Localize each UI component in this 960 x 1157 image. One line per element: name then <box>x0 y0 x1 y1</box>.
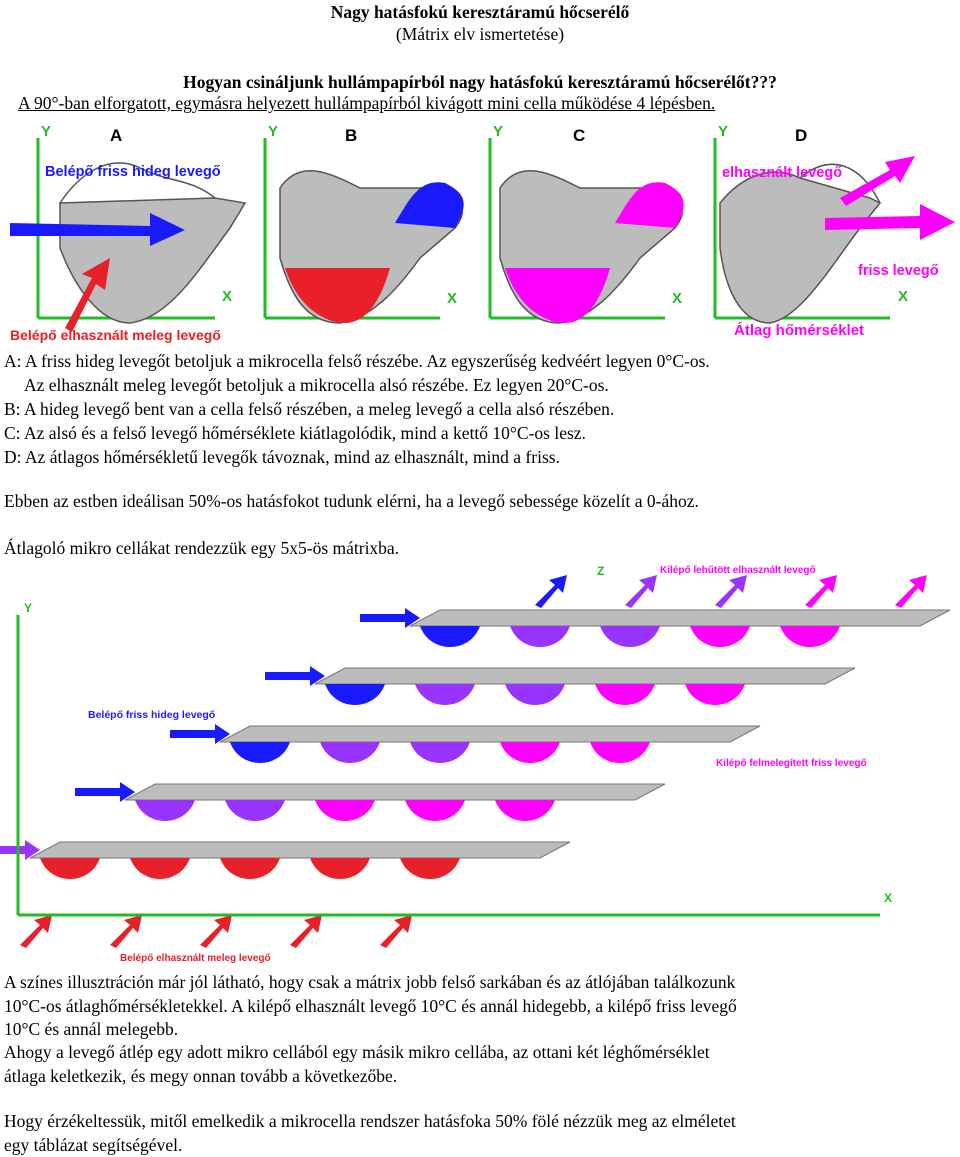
matrix-hump <box>595 684 655 705</box>
table-intro-line2: egy táblázat segítségével. <box>4 1135 183 1155</box>
matrix-layers <box>0 575 951 948</box>
matrix-warm-arrow <box>380 915 412 948</box>
label-out-fresh: friss levegő <box>858 263 939 279</box>
step-explain-line2: átlaga keletkezik, és megy onnan tovább … <box>4 1066 398 1086</box>
matrix-inflow-arrow <box>360 608 420 628</box>
illustration-line1: A színes illusztráción már jól látható, … <box>4 972 736 992</box>
matrix-inflow-arrow <box>265 666 325 686</box>
matrix-hump <box>400 858 460 879</box>
matrix-inflow-arrow <box>75 782 135 802</box>
label-out-cooled: Kilépő lehűtött elhasznált levegő <box>660 565 816 576</box>
matrix-hump <box>310 858 370 879</box>
axis-y-label-d: Y <box>718 123 728 140</box>
matrix-hump <box>590 742 650 763</box>
step-explain-line1: Ahogy a levegő átlép egy adott mikro cel… <box>4 1042 710 1062</box>
matrix-figure: Y X Z Kilépő lehűtött elhasznált levegő … <box>0 564 951 964</box>
matrix-hump <box>505 684 565 705</box>
question-heading: Hogyan csináljunk hullámpapírból nagy ha… <box>183 72 777 92</box>
matrix-warm-arrow <box>20 915 52 948</box>
matrix-outflow-arrow <box>805 575 837 608</box>
matrix-sheet <box>124 783 666 801</box>
matrix-hump <box>690 626 750 647</box>
matrix-hump <box>40 858 100 879</box>
cell-steps-figure: Y Y Y Y X X X X A B C D Belépő friss hid… <box>10 123 955 343</box>
axis-y-label-c: Y <box>493 123 503 140</box>
panel-label-b: B <box>345 126 357 145</box>
matrix-sheet <box>314 667 856 685</box>
axis-x-label-a: X <box>222 288 232 305</box>
matrix-sheet <box>409 609 951 627</box>
matrix-warm-arrow <box>110 915 142 948</box>
panel-label-c: C <box>573 126 585 145</box>
illustration-line2: 10°C-os átlaghőmérsékletekkel. A kilépő … <box>4 996 737 1016</box>
panel-label-d: D <box>795 126 807 145</box>
panel-a <box>10 138 247 332</box>
axis-x-label-matrix: X <box>884 891 892 905</box>
matrix-inflow-arrow <box>0 840 40 860</box>
matrix-hump <box>315 800 375 821</box>
matrix-warm-arrow <box>290 915 322 948</box>
matrix-hump <box>495 800 555 821</box>
matrix-sheet <box>219 725 761 743</box>
matrix-hump <box>420 626 480 647</box>
matrix-hump <box>600 626 660 647</box>
matrix-outflow-arrow <box>715 575 747 608</box>
matrix-hump <box>410 742 470 763</box>
axis-z-label-matrix: Z <box>597 564 604 578</box>
matrix-hump <box>320 742 380 763</box>
matrix-inflow-arrow <box>170 724 230 744</box>
intro-text: A 90°-ban elforgatott, egymásra helyezet… <box>18 93 716 113</box>
matrix-hump <box>130 858 190 879</box>
matrix-hump <box>510 626 570 647</box>
page-title: Nagy hatásfokú keresztáramú hőcserélő <box>330 2 630 22</box>
axis-x-label-c: X <box>672 290 682 307</box>
label-in-cold-matrix: Belépő friss hideg levegő <box>88 709 215 721</box>
matrix-paragraph: Átlagoló mikro cellákat rendezzük egy 5x… <box>4 538 400 558</box>
step-a-line1: A: A friss hideg levegőt betoljuk a mikr… <box>4 351 710 371</box>
panel-label-a: A <box>110 126 122 145</box>
panel-d <box>713 138 955 324</box>
panel-b <box>263 138 464 324</box>
label-out-used: elhasznált levegő <box>722 165 842 181</box>
matrix-hump <box>220 858 280 879</box>
matrix-hump <box>325 684 385 705</box>
table-intro-line1: Hogy érzékeltessük, mitől emelkedik a mi… <box>4 1111 736 1131</box>
axis-x-label-b: X <box>447 290 457 307</box>
axis-y-label-matrix: Y <box>24 601 32 615</box>
label-in-warm-matrix: Belépő elhasznált meleg levegő <box>120 953 271 964</box>
matrix-hump <box>135 800 195 821</box>
illustration-line3: 10°C és annál melegebb. <box>4 1019 179 1039</box>
step-a-line2: Az elhasznált meleg levegőt betoljuk a m… <box>24 375 609 395</box>
matrix-hump <box>230 742 290 763</box>
label-in-cold: Belépő friss hideg levegő <box>45 164 221 180</box>
axis-y-label-b: Y <box>268 123 278 140</box>
page-subtitle: (Mátrix elv ismertetése) <box>395 24 565 44</box>
label-out-heated: Kilépő felmelegített friss levegő <box>716 758 867 769</box>
panel-c <box>488 138 684 324</box>
step-b: B: A hideg levegő bent van a cella felső… <box>4 399 615 419</box>
matrix-hump <box>500 742 560 763</box>
matrix-hump <box>780 626 840 647</box>
label-avg-temp: Átlag hőmérséklet <box>734 322 864 339</box>
matrix-hump <box>415 684 475 705</box>
step-d: D: Az átlagos hőmérsékletű levegők távoz… <box>4 447 560 467</box>
label-in-warm: Belépő elhasznált meleg levegő <box>10 327 221 343</box>
matrix-hump <box>405 800 465 821</box>
matrix-outflow-arrow <box>895 575 927 608</box>
matrix-hump <box>685 684 745 705</box>
efficiency-paragraph: Ebben az estben ideálisan 50%-os hatásfo… <box>4 491 699 511</box>
matrix-outflow-arrow <box>625 575 657 608</box>
step-c: C: Az alsó és a felső levegő hőmérséklet… <box>4 423 586 443</box>
matrix-outflow-arrow <box>535 575 567 608</box>
axis-y-label-a: Y <box>41 123 51 140</box>
axis-x-label-d: X <box>898 288 908 305</box>
matrix-warm-arrow <box>200 915 232 948</box>
matrix-hump <box>225 800 285 821</box>
matrix-sheet <box>29 841 571 859</box>
